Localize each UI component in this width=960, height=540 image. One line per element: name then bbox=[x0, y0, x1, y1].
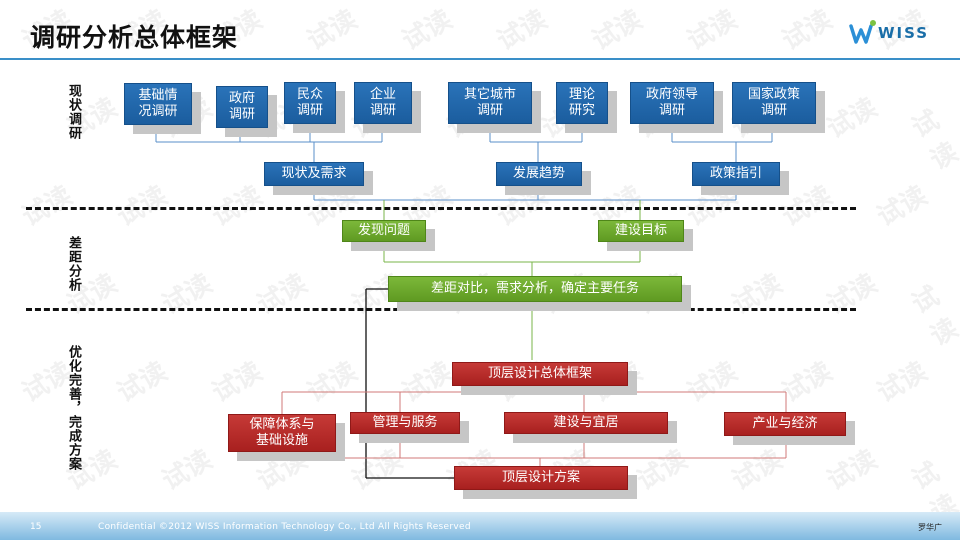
page-title: 调研分析总体框架 bbox=[30, 23, 239, 52]
box-find-problems: 发现问题 bbox=[342, 220, 426, 242]
box-government-survey: 政府 调研 bbox=[216, 86, 268, 128]
box-management-service: 管理与服务 bbox=[350, 412, 460, 434]
author-name: 罗华广 bbox=[918, 523, 942, 532]
box-development-trend: 发展趋势 bbox=[496, 162, 582, 186]
box-other-cities-survey: 其它城市 调研 bbox=[448, 82, 532, 124]
box-security-infrastructure: 保障体系与 基础设施 bbox=[228, 414, 336, 452]
logo-text: WISS bbox=[878, 24, 930, 42]
box-basic-survey: 基础情 况调研 bbox=[124, 83, 192, 125]
footer-bar bbox=[0, 512, 960, 540]
box-top-level-framework: 顶层设计总体框架 bbox=[452, 362, 628, 386]
page-number: 15 bbox=[30, 522, 42, 532]
box-construction-livability: 建设与宜居 bbox=[504, 412, 668, 434]
box-policy-survey: 国家政策 调研 bbox=[732, 82, 816, 124]
box-industry-economy: 产业与经济 bbox=[724, 412, 846, 436]
box-build-goals: 建设目标 bbox=[598, 220, 684, 242]
section-label-survey: 现状调研 bbox=[66, 84, 81, 140]
section-label-optimize: 优化完善，完成方案 bbox=[66, 345, 81, 471]
box-leader-survey: 政府领导 调研 bbox=[630, 82, 714, 124]
box-gap-comparison: 差距对比，需求分析，确定主要任务 bbox=[388, 276, 682, 302]
box-status-demand: 现状及需求 bbox=[264, 162, 364, 186]
footer-copyright: Confidential ©2012 WISS Information Tech… bbox=[98, 522, 471, 532]
box-policy-guidance: 政策指引 bbox=[692, 162, 780, 186]
box-enterprise-survey: 企业 调研 bbox=[354, 82, 412, 124]
wiss-logo: WISS bbox=[848, 18, 946, 48]
section-divider-1 bbox=[26, 207, 856, 210]
box-theory-research: 理论 研究 bbox=[556, 82, 608, 124]
title-divider bbox=[0, 58, 960, 60]
logo-mark-icon bbox=[849, 20, 876, 44]
box-public-survey: 民众 调研 bbox=[284, 82, 336, 124]
box-top-level-plan: 顶层设计方案 bbox=[454, 466, 628, 490]
section-label-gap: 差距分析 bbox=[66, 236, 81, 292]
section-divider-2 bbox=[26, 308, 856, 311]
